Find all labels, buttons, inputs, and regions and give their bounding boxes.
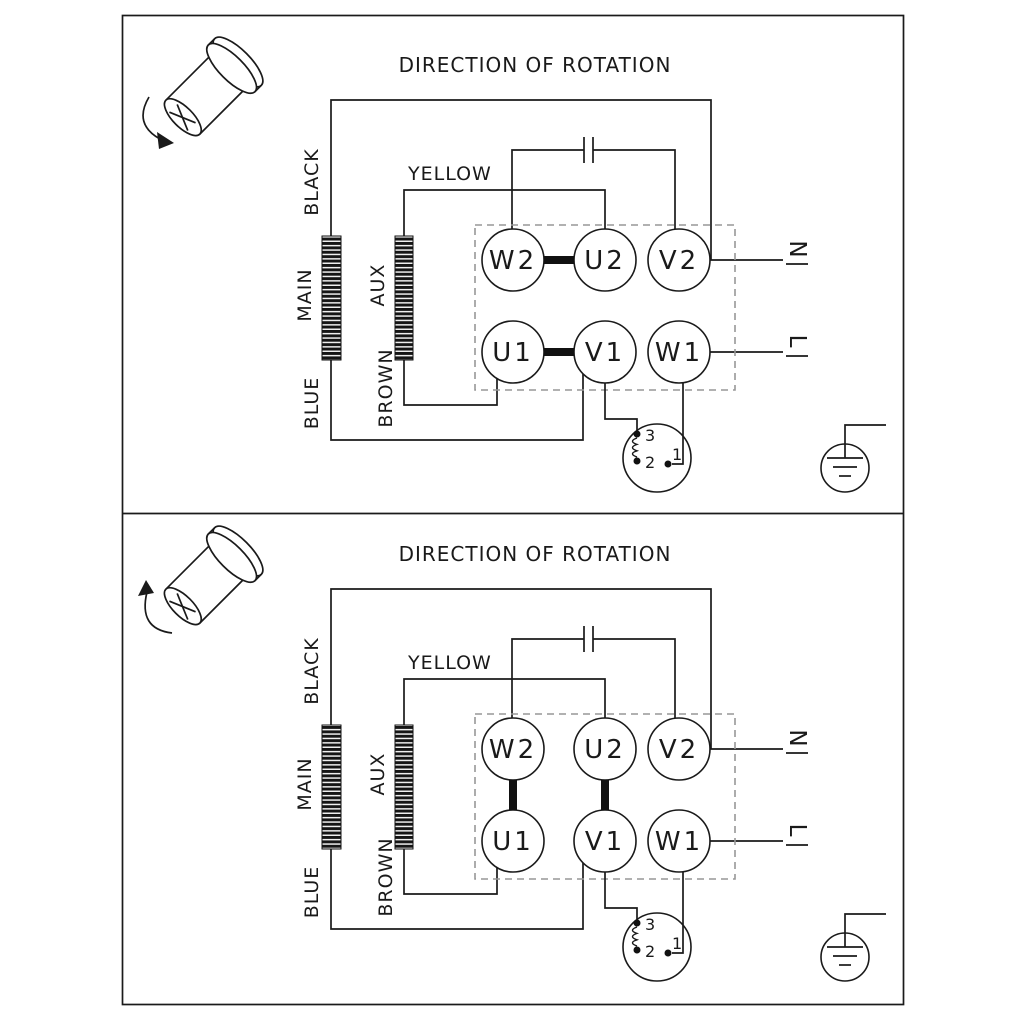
label-yellow: YELLOW (407, 163, 492, 185)
rotation-arrowhead-icon (138, 580, 154, 596)
terminal-w2-label: W2 (489, 735, 537, 765)
protector-coil (631, 926, 640, 947)
motor-icon (142, 36, 264, 149)
ground-wire (844, 424, 886, 458)
terminal-v2-label: V2 (659, 735, 699, 765)
protector-pin-2-label: 2 (645, 942, 655, 961)
label-neutral: N (784, 240, 810, 257)
label-aux: AUX (367, 264, 389, 307)
protector-pin-1-label: 1 (672, 934, 682, 953)
terminal-v2-label: V2 (659, 246, 699, 276)
outer-border (121, 14, 905, 1006)
protector-pin-3 (633, 919, 641, 927)
terminal-v1-label: V1 (585, 338, 625, 368)
wire-w1-protector (672, 872, 684, 954)
label-live: L (784, 824, 810, 837)
ground-circle (820, 932, 870, 982)
thermal-protector: 3 2 1 (604, 383, 692, 493)
label-main: MAIN (294, 757, 316, 810)
label-blue: BLUE (301, 866, 323, 919)
terminal-v1-label: V1 (585, 827, 625, 857)
protector-pin-2 (633, 457, 641, 465)
wire-blue (330, 360, 584, 441)
label-main: MAIN (294, 268, 316, 321)
wire-blue (330, 849, 584, 930)
protector-pin-1 (664, 460, 672, 468)
protector-pin-2-label: 2 (645, 453, 655, 472)
protector-pin-1 (664, 949, 672, 957)
wire-yellow (403, 189, 606, 236)
terminal-u2-label: U2 (584, 246, 626, 276)
protector-pin-2 (633, 946, 641, 954)
terminal-v2 (647, 228, 711, 292)
label-live: L (784, 335, 810, 348)
label-neutral: N (784, 729, 810, 746)
panel-1: DIRECTION OF ROTATION (142, 36, 886, 493)
main-winding-coil (321, 724, 342, 850)
terminal-v2 (647, 717, 711, 781)
terminal-w1 (647, 809, 711, 873)
protector-pin-3-label: 3 (645, 915, 655, 934)
terminal-w1-label: W1 (655, 338, 703, 368)
protector-pin-3-label: 3 (645, 426, 655, 445)
label-brown: BROWN (375, 837, 397, 916)
aux-winding-coil (394, 724, 414, 850)
wire-brown (403, 849, 498, 895)
wire-brown (403, 360, 498, 406)
capacitor-lead-left (511, 149, 584, 229)
wire-w1-protector (672, 383, 684, 465)
panel-2: DIRECTION OF ROTATION (138, 525, 886, 982)
label-black: BLACK (301, 637, 323, 704)
terminal-u1-label: U1 (492, 827, 534, 857)
terminal-u1-label: U1 (492, 338, 534, 368)
terminal-w2-label: W2 (489, 246, 537, 276)
capacitor-lead-left (511, 638, 584, 718)
label-blue: BLUE (301, 377, 323, 430)
wire-v1-protector (604, 383, 638, 434)
terminal-w1-label: W1 (655, 827, 703, 857)
main-winding-coil (321, 235, 342, 361)
thermal-protector-circle (622, 912, 692, 982)
motor-icon (138, 525, 264, 634)
rotation-arrowhead-icon (157, 132, 174, 149)
ground-wire (844, 913, 886, 947)
panel-title: DIRECTION OF ROTATION (399, 53, 672, 77)
panel-title: DIRECTION OF ROTATION (399, 542, 672, 566)
earth-ground-symbol (820, 424, 886, 493)
aux-winding-coil (394, 235, 414, 361)
frame (121, 14, 905, 1006)
ground-circle (820, 443, 870, 493)
earth-ground-symbol (820, 913, 886, 982)
label-brown: BROWN (375, 348, 397, 427)
protector-coil (631, 437, 640, 458)
terminal-w1 (647, 320, 711, 384)
thermal-protector-circle (622, 423, 692, 493)
capacitor-lead-right (593, 149, 676, 229)
rotation-arrow-cw-icon (142, 96, 161, 140)
wire-v1-protector (604, 872, 638, 923)
wire-yellow (403, 678, 606, 725)
rotation-arrow-ccw-icon (144, 591, 173, 634)
label-black: BLACK (301, 148, 323, 215)
capacitor-lead-right (593, 638, 676, 718)
label-aux: AUX (367, 753, 389, 796)
terminal-u2-label: U2 (584, 735, 626, 765)
label-yellow: YELLOW (407, 652, 492, 674)
protector-pin-1-label: 1 (672, 445, 682, 464)
thermal-protector: 3 2 1 (604, 872, 692, 982)
protector-pin-3 (633, 430, 641, 438)
